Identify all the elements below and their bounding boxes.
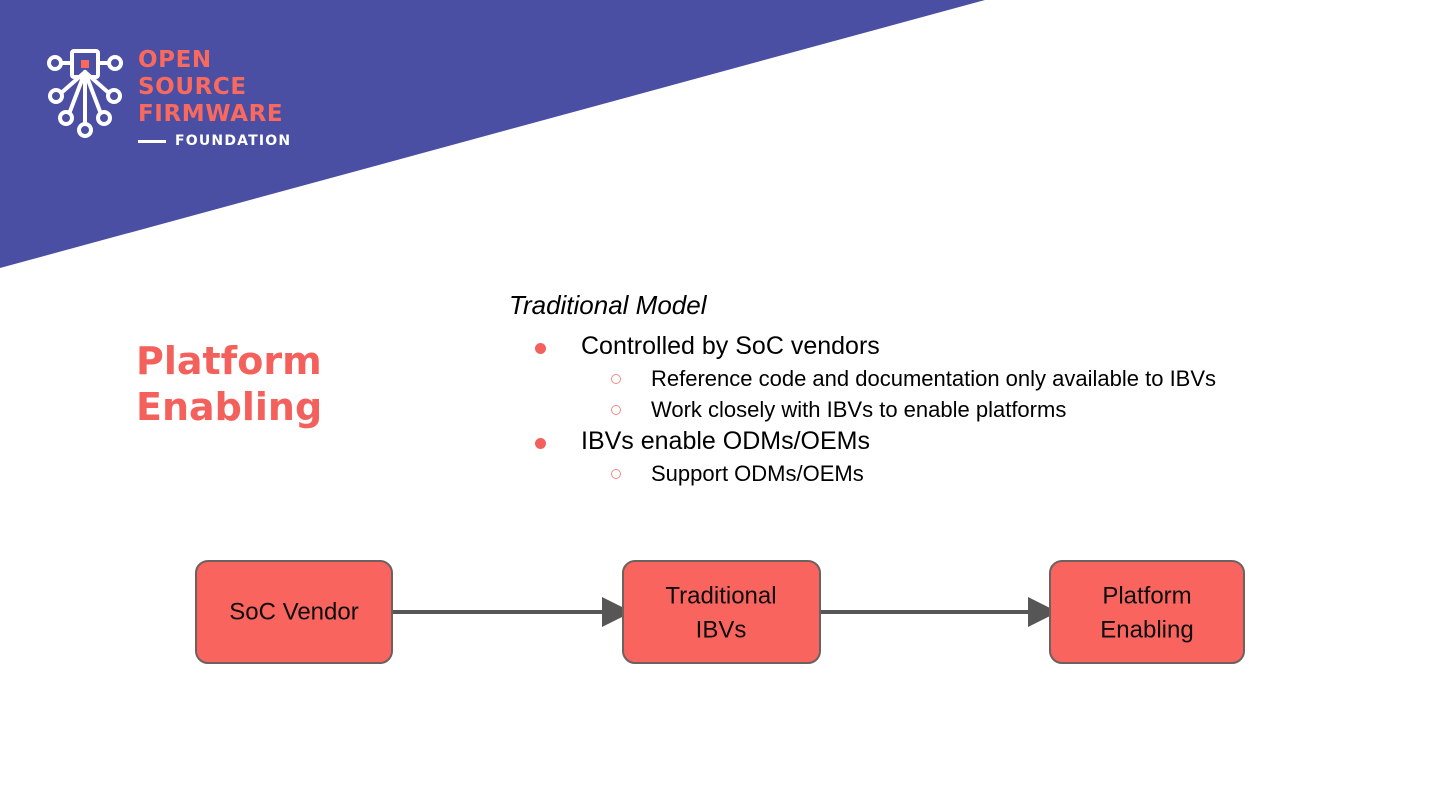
logo-line-foundation: FOUNDATION bbox=[175, 133, 292, 149]
page-title-line-2: Enabling bbox=[136, 385, 323, 429]
logo-wordmark: OPEN SOURCE FIRMWARE FOUNDATION bbox=[138, 42, 291, 149]
flow-node-shape bbox=[1049, 560, 1245, 664]
bullet-text: Work closely with IBVs to enable platfor… bbox=[651, 397, 1067, 422]
list-item: IBVs enable ODMs/OEMs Support ODMs/OEMs bbox=[509, 425, 1299, 489]
flow-node-label-line-1: Traditional bbox=[665, 582, 776, 609]
bullet-dot-icon bbox=[535, 343, 546, 354]
list-item: Controlled by SoC vendors Reference code… bbox=[509, 330, 1299, 425]
osff-logo: OPEN SOURCE FIRMWARE FOUNDATION bbox=[46, 42, 291, 149]
bullet-list-level-2: Reference code and documentation only av… bbox=[581, 363, 1299, 425]
flow-node-label-line-2: IBVs bbox=[696, 616, 747, 643]
flow-node-traditional-ibvs[interactable]: Traditional IBVs bbox=[622, 560, 821, 664]
body-heading: Traditional Model bbox=[509, 290, 707, 320]
flow-node-label-line-2: Enabling bbox=[1100, 616, 1193, 643]
flow-edge-ibvs-to-platform bbox=[820, 597, 1058, 627]
page-title-line-1: Platform bbox=[136, 339, 322, 383]
flow-edge-soc-to-ibvs bbox=[392, 597, 632, 627]
flow-node-label: SoC Vendor bbox=[229, 598, 358, 625]
bullet-text: Reference code and documentation only av… bbox=[651, 366, 1217, 391]
bullet-circle-icon bbox=[611, 469, 621, 479]
logo-line-firmware: FIRMWARE bbox=[138, 101, 284, 127]
chip-network-icon bbox=[47, 49, 123, 138]
flow-node-label-line-1: Platform bbox=[1102, 582, 1191, 609]
bullet-text: IBVs enable ODMs/OEMs bbox=[581, 427, 870, 455]
bullet-dot-icon bbox=[535, 438, 546, 449]
logo-line-source: SOURCE bbox=[138, 74, 247, 100]
bullet-text: Controlled by SoC vendors bbox=[581, 332, 880, 360]
page-title: Platform Enabling bbox=[136, 338, 436, 430]
list-item: Support ODMs/OEMs bbox=[581, 458, 1299, 489]
flow-node-soc-vendor[interactable]: SoC Vendor bbox=[195, 560, 393, 664]
bullet-circle-icon bbox=[611, 374, 621, 384]
list-item: Reference code and documentation only av… bbox=[581, 363, 1299, 394]
bullet-text: Support ODMs/OEMs bbox=[651, 461, 864, 486]
bullet-list-level-1: Controlled by SoC vendors Reference code… bbox=[509, 330, 1299, 489]
flow-node-shape bbox=[195, 560, 393, 664]
list-item: Work closely with IBVs to enable platfor… bbox=[581, 394, 1299, 425]
logo-foundation-row: FOUNDATION bbox=[138, 133, 291, 149]
flow-diagram: SoC Vendor Traditional IBVs Platform Ena… bbox=[180, 545, 1270, 685]
bullet-circle-icon bbox=[611, 405, 621, 415]
body-content: Traditional Model Controlled by SoC vend… bbox=[509, 288, 1299, 489]
logo-line-open: OPEN bbox=[138, 47, 212, 73]
flow-node-platform-enabling[interactable]: Platform Enabling bbox=[1049, 560, 1245, 664]
bullet-list-level-2: Support ODMs/OEMs bbox=[581, 458, 1299, 489]
flow-node-shape bbox=[622, 560, 821, 664]
logo-divider-rule bbox=[138, 139, 166, 143]
